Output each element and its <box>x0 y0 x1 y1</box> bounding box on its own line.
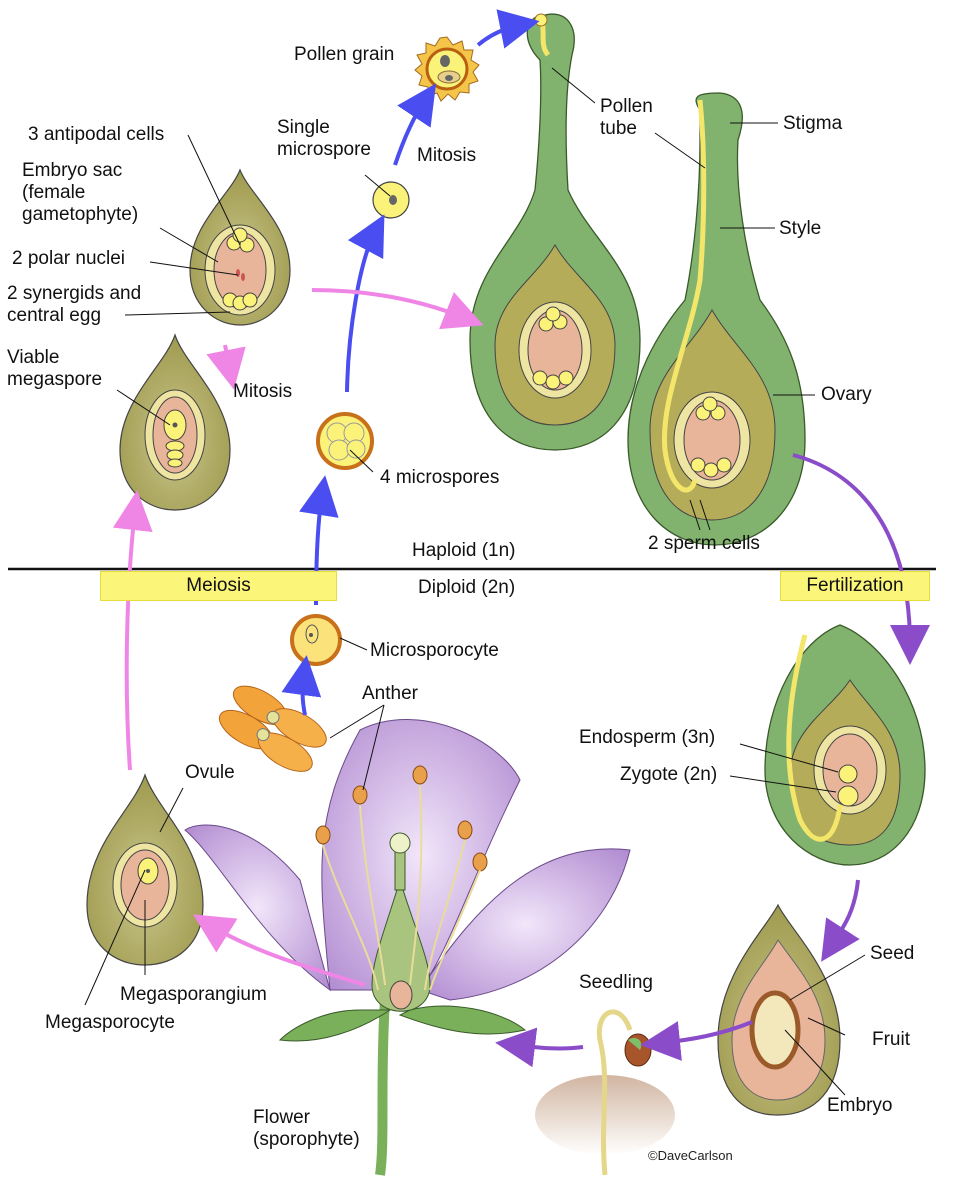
label-style: Style <box>779 218 822 239</box>
arrow-fruit-to-seedling <box>640 1020 753 1061</box>
four-microspores <box>316 412 374 470</box>
carpel-pollen-tube <box>627 92 806 546</box>
pollen-grain <box>414 36 480 102</box>
haploid-label: Haploid (1n) <box>412 540 516 561</box>
arrow-single-to-pollen <box>393 83 437 166</box>
label-megasporocyte: Megasporocyte <box>45 1012 175 1033</box>
embryo-sac-ovule <box>189 168 291 326</box>
label-pollen-tube: Pollen tube <box>600 96 653 139</box>
copyright-credit: ©DaveCarlson <box>648 1148 733 1163</box>
label-seed: Seed <box>870 943 915 964</box>
label-antipodal-cells: 3 antipodal cells <box>28 124 165 145</box>
single-microspore <box>372 181 410 219</box>
fertilization-box: Fertilization <box>780 571 930 601</box>
label-embryo: Embryo <box>827 1095 893 1116</box>
label-stigma: Stigma <box>783 113 843 134</box>
arrow-4microspores-to-single <box>345 214 385 393</box>
arrow-carpel-to-fertilized <box>792 453 930 665</box>
label-seedling: Seedling <box>579 972 653 993</box>
label-flower: Flower (sporophyte) <box>253 1107 360 1150</box>
small-anthers <box>315 765 488 872</box>
arrow-flower-to-ovule <box>193 914 366 987</box>
flower <box>184 719 631 1176</box>
fruit-with-seed <box>717 903 841 1116</box>
label-four-microspores: 4 microspores <box>380 467 500 488</box>
label-fruit: Fruit <box>872 1029 910 1050</box>
meiosis-box: Meiosis <box>100 571 337 601</box>
label-embryo-sac: Embryo sac (female gametophyte) <box>22 160 139 225</box>
label-mitosis-top: Mitosis <box>417 145 477 166</box>
label-anther: Anther <box>362 683 418 704</box>
label-pollen-grain: Pollen grain <box>294 44 395 65</box>
arrow-sac-to-carpel <box>311 288 484 330</box>
label-sperm-cells: 2 sperm cells <box>648 533 760 554</box>
anther-large <box>218 685 327 772</box>
label-synergids: 2 synergids and central egg <box>7 283 142 326</box>
label-polar-nuclei: 2 polar nuclei <box>12 248 126 269</box>
label-ovary: Ovary <box>821 384 872 405</box>
arrow-megaspore-to-sac <box>206 344 246 390</box>
label-zygote: Zygote (2n) <box>620 764 718 785</box>
label-mitosis-left: Mitosis <box>233 381 293 402</box>
arrow-fertilized-to-fruit <box>821 879 860 962</box>
arrow-anther-to-microsporocyte <box>281 655 322 716</box>
label-microsporocyte: Microsporocyte <box>370 640 499 661</box>
label-ovule: Ovule <box>185 762 235 783</box>
diploid-label: Diploid (2n) <box>418 577 516 598</box>
arrow-ovule-to-megaspore <box>112 490 153 771</box>
fertilized-ovule <box>764 624 926 866</box>
arrow-pollen-to-stigma <box>476 9 540 49</box>
label-megasporangium: Megasporangium <box>120 984 267 1005</box>
seedling <box>535 1009 675 1176</box>
viable-megaspore-ovule <box>119 333 231 511</box>
label-endosperm: Endosperm (3n) <box>579 727 716 748</box>
label-single-microspore: Single microspore <box>277 117 371 160</box>
arrow-seedling-to-flower <box>495 1027 584 1068</box>
carpel-pollinated <box>469 13 641 451</box>
microsporocyte <box>290 614 342 666</box>
label-viable-megaspore: Viable megaspore <box>7 347 103 390</box>
leader-lines <box>84 67 866 1096</box>
